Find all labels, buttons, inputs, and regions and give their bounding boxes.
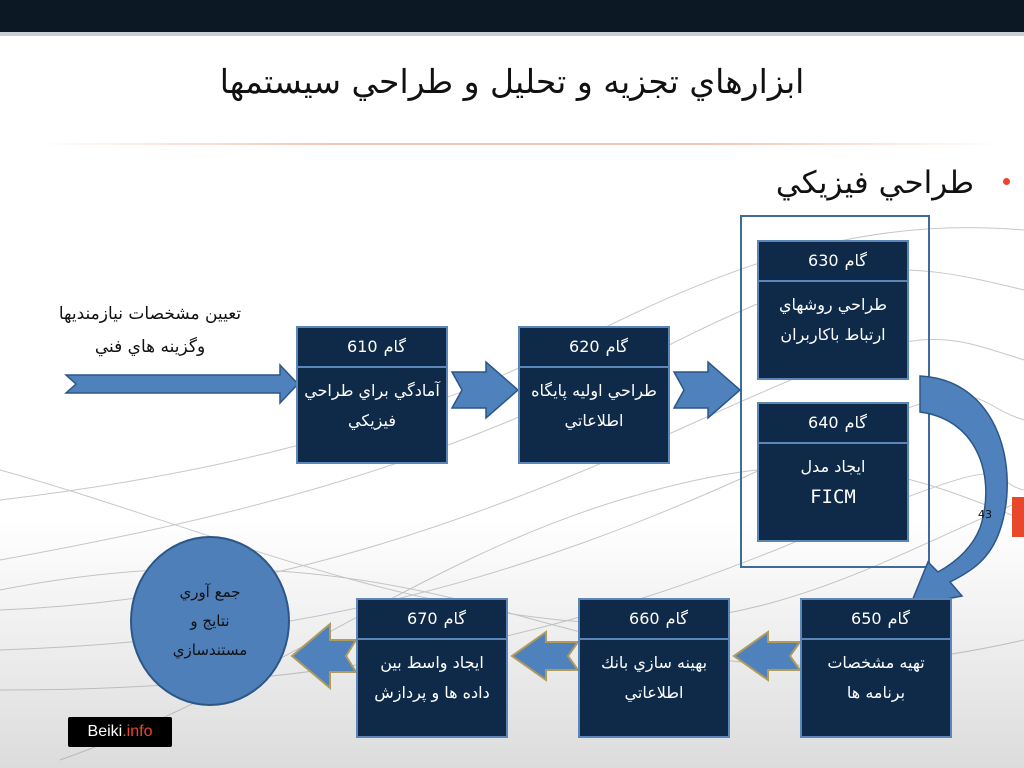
bullet-dot <box>1003 178 1010 185</box>
step-610-line2: فيزيكي <box>348 411 396 430</box>
step-620-description: طراحي اوليه پايگاه اطلاعاتي <box>520 368 668 444</box>
step-640-number: 640 <box>808 413 839 432</box>
step-630-line2: ارتباط باكاربران <box>780 325 886 344</box>
step-630-description: طراحي روشهاي ارتباط باكاربران <box>759 282 907 358</box>
step-620-word: گام <box>605 337 628 356</box>
step-610-word: گام <box>383 337 406 356</box>
step-620-header: گام 620 <box>520 328 668 368</box>
top-bar <box>0 0 1024 32</box>
step-630-number: 630 <box>808 251 839 270</box>
page-number: 43 <box>978 508 992 521</box>
curved-arrow-to-650 <box>908 375 1008 607</box>
input-arrow <box>64 363 300 405</box>
step-670-header: گام 670 <box>358 600 506 640</box>
step-660-line1: بهينه سازي بانك <box>600 653 708 672</box>
step-640-line1: ايجاد مدل <box>800 457 866 476</box>
arrow-620-to-630 <box>672 360 742 420</box>
step-670-description: ايجاد واسط بين داده ها و پردازش <box>358 640 506 716</box>
step-670-box: گام 670 ايجاد واسط بين داده ها و پردازش <box>356 598 508 738</box>
step-650-box: گام 650 تهيه مشخصات برنامه ها <box>800 598 952 738</box>
arrow-670-to-output <box>290 621 358 691</box>
step-610-line1: آمادگي براي طراحي <box>304 381 440 400</box>
step-650-line2: برنامه ها <box>846 683 906 702</box>
logo-accent-text: .info <box>122 723 153 740</box>
arrow-660-to-670 <box>510 630 580 682</box>
step-610-number: 610 <box>347 337 378 356</box>
step-640-box: گام 640 ايجاد مدل FICM <box>757 402 909 542</box>
step-610-header: گام 610 <box>298 328 446 368</box>
step-630-line1: طراحي روشهاي <box>779 295 887 314</box>
title-divider <box>40 143 1000 145</box>
step-650-number: 650 <box>851 609 882 628</box>
step-650-description: تهيه مشخصات برنامه ها <box>802 640 950 716</box>
step-640-line2: FICM <box>810 486 856 508</box>
step-670-number: 670 <box>407 609 438 628</box>
step-640-word: گام <box>844 413 867 432</box>
arrow-650-to-660 <box>732 630 802 682</box>
arrow-610-to-620 <box>450 360 520 420</box>
step-650-line1: تهيه مشخصات <box>827 653 925 672</box>
step-660-line2: اطلاعاتي <box>624 683 684 702</box>
step-660-description: بهينه سازي بانك اطلاعاتي <box>580 640 728 716</box>
top-bar-rule <box>0 32 1024 36</box>
step-620-line2: اطلاعاتي <box>564 411 624 430</box>
output-line3: مستندسازي <box>172 640 248 659</box>
step-630-box: گام 630 طراحي روشهاي ارتباط باكاربران <box>757 240 909 380</box>
step-630-word: گام <box>844 251 867 270</box>
step-640-description: ايجاد مدل FICM <box>759 444 907 521</box>
slide-title: ابزارهاي تجزيه و تحليل و طراحي سيستمها <box>219 62 805 101</box>
step-660-word: گام <box>665 609 688 628</box>
site-logo[interactable]: Beiki.info <box>68 717 172 747</box>
bullet-heading: طراحي فيزيكي <box>775 165 974 201</box>
step-620-box: گام 620 طراحي اوليه پايگاه اطلاعاتي <box>518 326 670 464</box>
input-label-line1: تعيين مشخصات نيازمنديها <box>58 304 242 324</box>
output-line2: نتايج و <box>190 611 230 630</box>
step-670-word: گام <box>443 609 466 628</box>
step-670-line2: داده ها و پردازش <box>374 683 490 702</box>
step-660-box: گام 660 بهينه سازي بانك اطلاعاتي <box>578 598 730 738</box>
output-line1: جمع آوري <box>179 582 241 601</box>
input-requirements-label: تعيين مشخصات نيازمنديها وگزينه هاي فني <box>20 298 280 364</box>
step-650-word: گام <box>887 609 910 628</box>
step-670-line1: ايجاد واسط بين <box>380 653 484 672</box>
input-label-line2: وگزينه هاي فني <box>94 337 206 357</box>
step-610-description: آمادگي براي طراحي فيزيكي <box>298 368 446 444</box>
logo-main-text: Beiki <box>87 723 123 740</box>
step-660-header: گام 660 <box>580 600 728 640</box>
step-620-number: 620 <box>569 337 600 356</box>
step-660-number: 660 <box>629 609 660 628</box>
step-650-header: گام 650 <box>802 600 950 640</box>
step-630-header: گام 630 <box>759 242 907 282</box>
step-640-header: گام 640 <box>759 404 907 444</box>
side-accent-tab <box>1012 497 1024 537</box>
step-620-line1: طراحي اوليه پايگاه <box>531 381 657 400</box>
output-documentation-circle: جمع آوري نتايج و مستندسازي <box>130 536 290 706</box>
step-610-box: گام 610 آمادگي براي طراحي فيزيكي <box>296 326 448 464</box>
